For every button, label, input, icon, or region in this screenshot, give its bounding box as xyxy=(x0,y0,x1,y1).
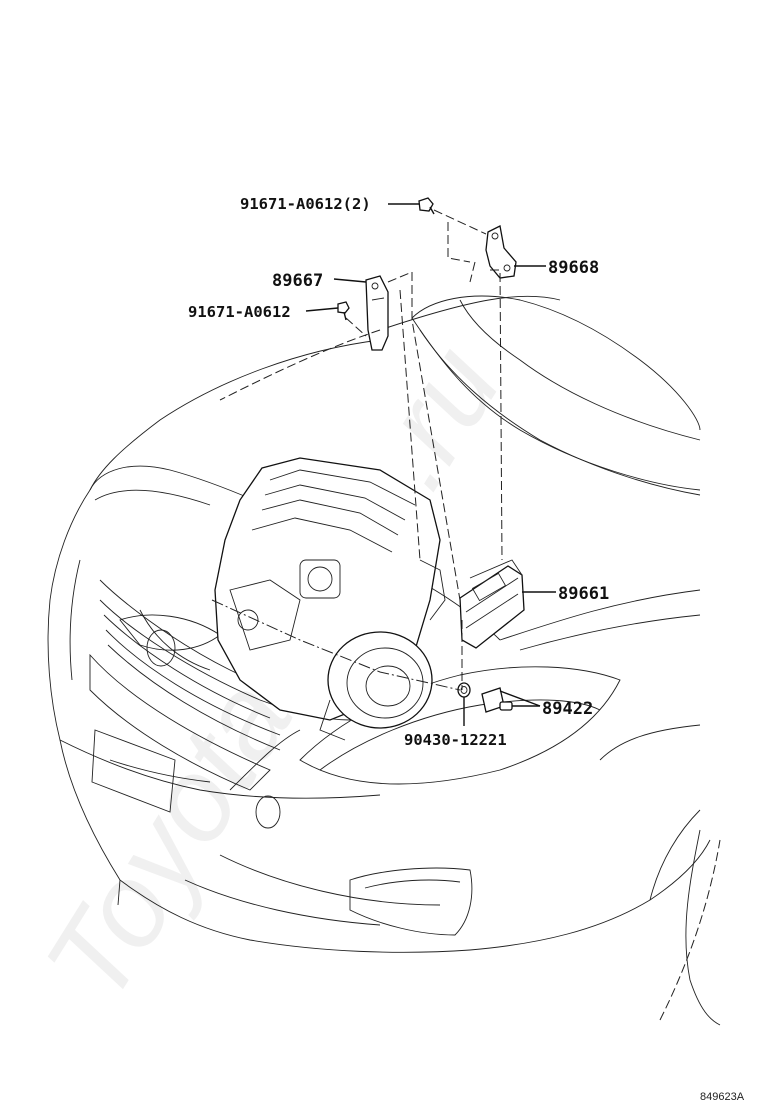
label-89668: 89668 xyxy=(548,258,599,278)
reference-code: 849623A xyxy=(700,1091,745,1103)
engine-assembly xyxy=(214,457,446,741)
label-89422: 89422 xyxy=(542,699,593,719)
label-91671-a0612-x2: 91671-A0612(2) xyxy=(240,195,371,213)
bracket-89667-part xyxy=(365,275,389,351)
label-91671-a0612: 91671-A0612 xyxy=(188,303,291,321)
assembly-guide-lines xyxy=(211,209,503,691)
label-89667: 89667 xyxy=(272,271,323,291)
bolt-91671-a0612-x2-part xyxy=(418,197,435,215)
sensor-89422-part xyxy=(481,687,513,713)
label-89661: 89661 xyxy=(558,584,609,604)
bolt-91671-a0612-part xyxy=(337,301,350,321)
leader-lines xyxy=(305,203,556,726)
bracket-89668-part xyxy=(485,225,517,279)
car-body-outline xyxy=(47,295,721,1026)
label-90430-12221: 90430-12221 xyxy=(404,731,507,749)
